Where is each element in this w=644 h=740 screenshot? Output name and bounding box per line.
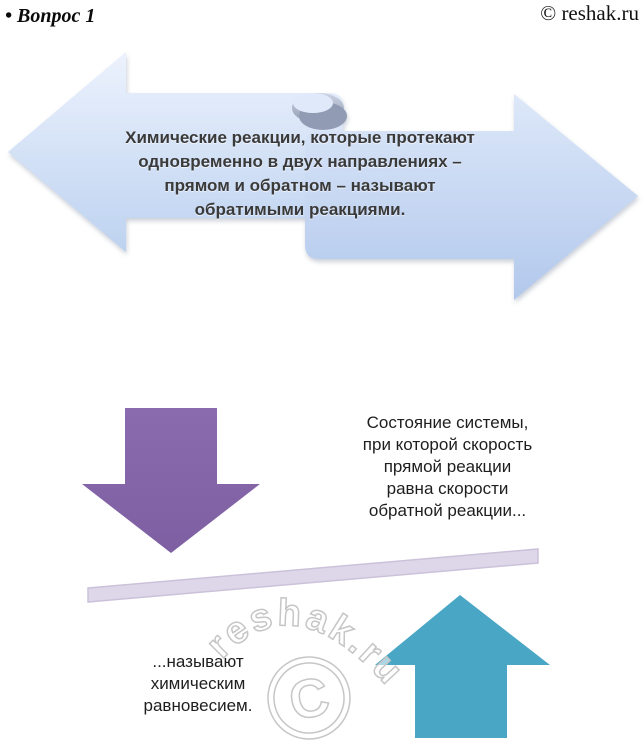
double-arrow-shape [8, 52, 638, 300]
reversible-definition-text: Химические реакции, которые протекают од… [125, 128, 475, 219]
left-arrow-shape [8, 52, 343, 252]
page-curl-icon [292, 93, 347, 130]
question-title: • Вопрос 1 [5, 5, 96, 27]
copyright-circle-icon: C [267, 656, 351, 740]
watermark-symbol: C [284, 666, 335, 733]
balance-beam [87, 548, 539, 603]
down-arrow-shape [82, 408, 260, 553]
equilibrium-name-text: ...называют химическим равновесием. [143, 652, 253, 715]
equilibrium-condition-text: Состояние системы, при которой скорость … [362, 413, 533, 520]
up-arrow-shape [375, 595, 550, 738]
copyright-text: © reshak.ru [540, 1, 639, 25]
right-arrow-shape [305, 94, 638, 300]
